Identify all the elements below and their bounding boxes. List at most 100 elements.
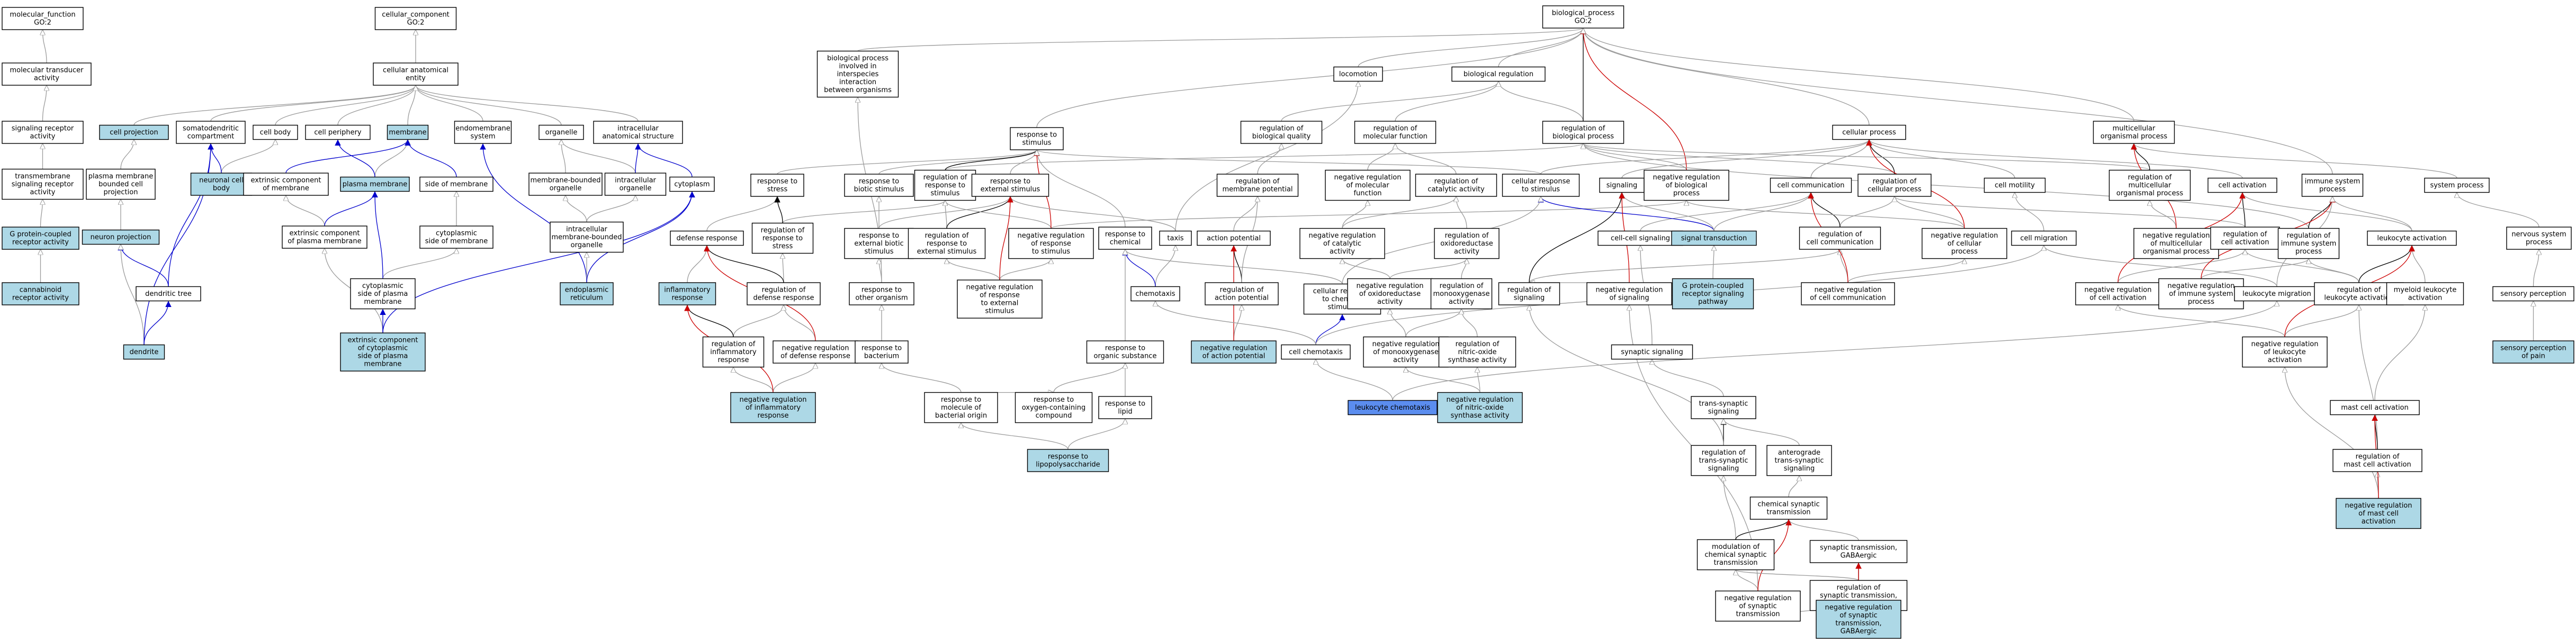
go-term-lchemo: leukocyte chemotaxis [1348, 400, 1438, 416]
go-term-label: cell-cell signaling [1611, 234, 1670, 242]
edge-isa [1640, 192, 1811, 231]
go-term-label: of cytoplasmic [358, 345, 408, 353]
go-term-label: cell projection [110, 129, 158, 137]
go-term-label: projection [104, 188, 138, 196]
edge-isa [1583, 28, 2134, 122]
go-term-label: biological process [1552, 133, 1614, 141]
go-term-box [1216, 174, 1299, 197]
edge-regulates [946, 196, 1013, 229]
go-term-label: organelle [550, 185, 582, 193]
go-term-label: regulation of [1434, 178, 1478, 186]
go-term-label: regulation of [1236, 178, 1280, 186]
go-term-box [1816, 600, 1901, 639]
go-term-box [2158, 278, 2244, 310]
go-term-label: intracellular [617, 125, 659, 133]
go-term-label: response [717, 356, 749, 364]
go-term-label: regulation of [923, 174, 967, 182]
edge-isa [1583, 143, 2150, 171]
edge-isa [1583, 143, 1895, 175]
edge-isa [733, 304, 784, 337]
go-term-box [816, 50, 899, 98]
go-term-label: of defense response [780, 353, 850, 360]
go-term-label: negative regulation [1017, 232, 1084, 240]
go-term-label: receptor activity [12, 294, 69, 302]
go-term-sensperc: sensory perception [2492, 286, 2574, 302]
go-term-label: bacterial origin [935, 412, 987, 420]
go-term-label: external stimulus [981, 186, 1040, 194]
edge-regulates [1808, 192, 1841, 228]
go-term-label: G protein-coupled [1682, 282, 1744, 290]
go-term-box [2, 62, 92, 86]
go-term-box [2242, 336, 2328, 368]
edge-isa [382, 248, 456, 279]
go-term-box [1832, 124, 1906, 140]
go-term-label: regulation of [1507, 286, 1551, 294]
go-term-label: nervous system [2511, 231, 2566, 239]
go-term-label: signaling [1606, 182, 1638, 189]
go-term-box [1586, 282, 1672, 305]
nodes-layer: molecular_functionGO:2cellular_component… [2, 5, 2574, 639]
go-term-box [1644, 169, 1729, 201]
go-term-label: response to [1017, 131, 1057, 139]
go-term-label: regulation of [1561, 125, 1605, 133]
go-term-box [253, 124, 298, 140]
go-term-label: process [1673, 189, 1700, 197]
go-term-label: negative regulation [2167, 282, 2234, 290]
go-term-box [1130, 286, 1180, 302]
go-term-label: regulation of [761, 227, 805, 234]
go-term-label: of response [980, 292, 1020, 300]
go-term-box [560, 282, 614, 305]
edge-isa [2332, 196, 2412, 231]
edge-isa [1686, 200, 1965, 229]
edge-isa [1392, 301, 2277, 401]
go-term-label: negative regulation [1200, 345, 1267, 353]
go-term-label: chemotaxis [1135, 290, 1175, 298]
go-term-label: of signaling [1609, 294, 1649, 302]
edge-isa [782, 200, 945, 224]
go-term-label: regulation of [2223, 231, 2267, 239]
go-term-box [914, 169, 976, 201]
go-term-label: response to [1105, 345, 1145, 353]
edge-isa [1010, 196, 1176, 231]
go-term-label: response to [1034, 396, 1074, 404]
go-term-label: GO:2 [407, 19, 425, 27]
go-term-label: function [1353, 189, 1381, 197]
go-term-box [908, 228, 986, 259]
edge-isa [1051, 200, 1686, 229]
edge-partof [480, 143, 587, 283]
go-term-label: cell activation [2219, 182, 2267, 189]
edge-isa [773, 363, 815, 393]
go-term-label: lipid [1118, 408, 1132, 416]
go-term-box [1809, 540, 1908, 563]
go-term-label: process [2319, 186, 2346, 194]
go-term-label: activity [1330, 248, 1355, 256]
go-term-label: sensory perception [2500, 290, 2566, 298]
go-term-label: leukocyte activation [2324, 294, 2393, 302]
go-term-label: stimulus [1022, 139, 1051, 147]
go-term-label: response to [859, 232, 899, 240]
edge-isa [1583, 28, 1870, 125]
edge-regulates [1231, 245, 1242, 283]
go-term-organelle: organelle [538, 124, 584, 140]
edge-isa [1477, 367, 1480, 393]
go-term-label: organic substance [1094, 353, 1157, 360]
go-term-box [1086, 340, 1164, 364]
go-term-label: of mast cell [2358, 510, 2399, 518]
edge-regulates [2358, 245, 2415, 283]
go-term-box [773, 340, 858, 364]
go-term-label: cytoplasmic [436, 230, 477, 238]
go-term-label: cell migration [2020, 234, 2067, 242]
go-term-label: of response [1031, 240, 1071, 248]
go-term-label: organismal process [2143, 248, 2210, 256]
go-term-label: response to [941, 396, 981, 404]
